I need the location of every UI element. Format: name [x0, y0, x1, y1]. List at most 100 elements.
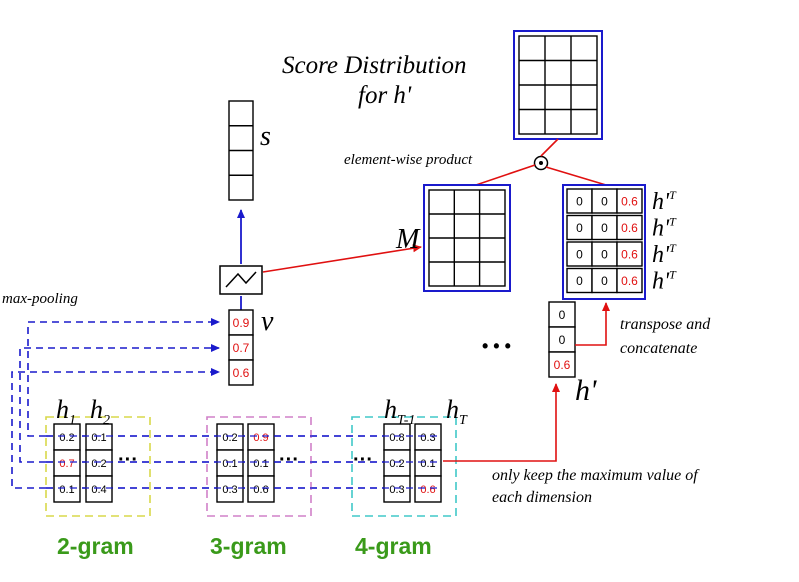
hT-row-label: h'T	[652, 241, 677, 268]
hT-value-box	[616, 188, 643, 214]
hidden-value-box	[216, 423, 244, 451]
hidden-value-box	[247, 475, 275, 503]
v-value: 0.6	[233, 366, 250, 380]
hprime-value-box	[548, 301, 576, 328]
hT-value: 0.6	[621, 247, 638, 261]
hT-value: 0	[601, 274, 608, 288]
hidden-value: 0.1	[91, 432, 106, 444]
hidden-value-box	[247, 449, 275, 477]
v-value: 0.9	[233, 316, 250, 330]
hprime-label: h'	[575, 374, 597, 407]
score-distribution-title: Score Distribution	[282, 52, 467, 79]
hT-value: 0	[601, 247, 608, 261]
hT-value-box	[616, 267, 643, 294]
hT-value: 0.6	[621, 194, 638, 208]
hidden-value: 0.6	[420, 484, 435, 496]
s-vector	[228, 100, 254, 201]
hidden-value: 0.1	[59, 484, 74, 496]
hidden-value-box	[53, 449, 81, 477]
hidden-value-box	[85, 475, 113, 503]
hidden-value-box	[383, 423, 411, 451]
v-vector: 0.90.70.6	[228, 309, 254, 386]
hT-1-label: hT-1	[384, 395, 415, 428]
product-to-score-line	[540, 138, 559, 157]
fourgram-window	[351, 416, 457, 517]
keep-max-arrow	[443, 383, 560, 462]
hT-row-label: h'T	[652, 268, 677, 295]
transpose-label-line1: transpose and	[620, 316, 711, 333]
hidden-value: 0.1	[222, 458, 237, 470]
hidden-value: 0.2	[222, 432, 237, 444]
bigram-window	[45, 416, 151, 517]
h2-label: h2	[90, 395, 110, 428]
hprime-value: 0	[559, 308, 566, 322]
s-label: s	[260, 121, 271, 152]
activation-to-M-arrow	[262, 244, 422, 273]
hidden-value: 0.7	[59, 458, 74, 470]
hidden-value: 0.2	[91, 458, 106, 470]
hidden-value: 0.3	[389, 484, 404, 496]
hidden-value: 0.1	[420, 458, 435, 470]
M-to-product-line	[475, 164, 536, 186]
trigram-window	[206, 416, 312, 517]
hT-to-product-line	[545, 166, 607, 186]
fourgram-label: 4-gram	[355, 533, 432, 559]
hidden-value: 0.8	[389, 432, 404, 444]
hT-value: 0	[576, 221, 583, 235]
M-matrix	[423, 184, 511, 292]
hidden-value-box	[53, 423, 81, 451]
hT-value-box	[591, 267, 618, 294]
hidden-vectors: 0.20.70.10.10.20.40.20.10.30.90.10.60.80…	[46, 423, 442, 503]
ellipsis-3: ···	[353, 449, 373, 471]
hidden-value-box	[414, 449, 442, 477]
activation-function-icon	[219, 265, 263, 295]
hidden-value-box	[414, 475, 442, 503]
hT-value: 0	[601, 221, 608, 235]
hT-value: 0	[601, 194, 608, 208]
score-distribution-subtitle: for h'	[358, 82, 412, 109]
bigram-label: 2-gram	[57, 533, 134, 559]
transpose-arrow	[575, 302, 610, 346]
keep-max-label-line1: only keep the maximum value of	[492, 467, 700, 484]
hidden-value: 0.3	[222, 484, 237, 496]
v-label: v	[261, 306, 274, 337]
hT-value: 0.6	[621, 274, 638, 288]
hprime-value-box	[548, 326, 576, 353]
keep-max-label-line2: each dimension	[492, 489, 592, 506]
hT-row-label: h'T	[652, 188, 677, 215]
hidden-value: 0.4	[91, 484, 106, 496]
max-pooling-overlay-lines	[46, 435, 441, 489]
hidden-value: 0.2	[389, 458, 404, 470]
hidden-value-box	[383, 449, 411, 477]
max-pooling-label: max-pooling	[2, 291, 78, 307]
h1-label: h1	[56, 395, 76, 428]
element-wise-product-label: element-wise product	[344, 152, 473, 168]
hprime-value: 0.6	[554, 358, 571, 372]
hT-value-box	[566, 267, 593, 294]
hT-value-box	[616, 214, 643, 241]
M-label: M	[395, 224, 421, 255]
hprime-value-box	[548, 351, 576, 378]
hidden-value: 0.6	[253, 484, 268, 496]
hT-value-box	[616, 241, 643, 267]
hidden-value-box	[414, 423, 442, 451]
hT-value-box	[591, 214, 618, 241]
hidden-value-box	[383, 475, 411, 503]
hidden-value: 0.2	[59, 432, 74, 444]
large-ellipsis: • • •	[482, 336, 511, 356]
hT-value: 0	[576, 274, 583, 288]
element-wise-product-icon	[533, 155, 549, 171]
hprime-value: 0	[559, 333, 566, 347]
ellipsis-2: ···	[279, 449, 299, 471]
hprime-vector: 000.6	[548, 301, 576, 378]
hT-value-box	[591, 241, 618, 267]
hT-label: hT	[446, 395, 468, 428]
hT-row-label: h'T	[652, 215, 677, 242]
v-value-box	[228, 309, 254, 336]
transpose-label-line2: concatenate	[620, 340, 697, 357]
score-distribution-grid	[513, 30, 603, 140]
v-value-box	[228, 359, 254, 386]
ellipsis-1: ···	[118, 449, 138, 471]
